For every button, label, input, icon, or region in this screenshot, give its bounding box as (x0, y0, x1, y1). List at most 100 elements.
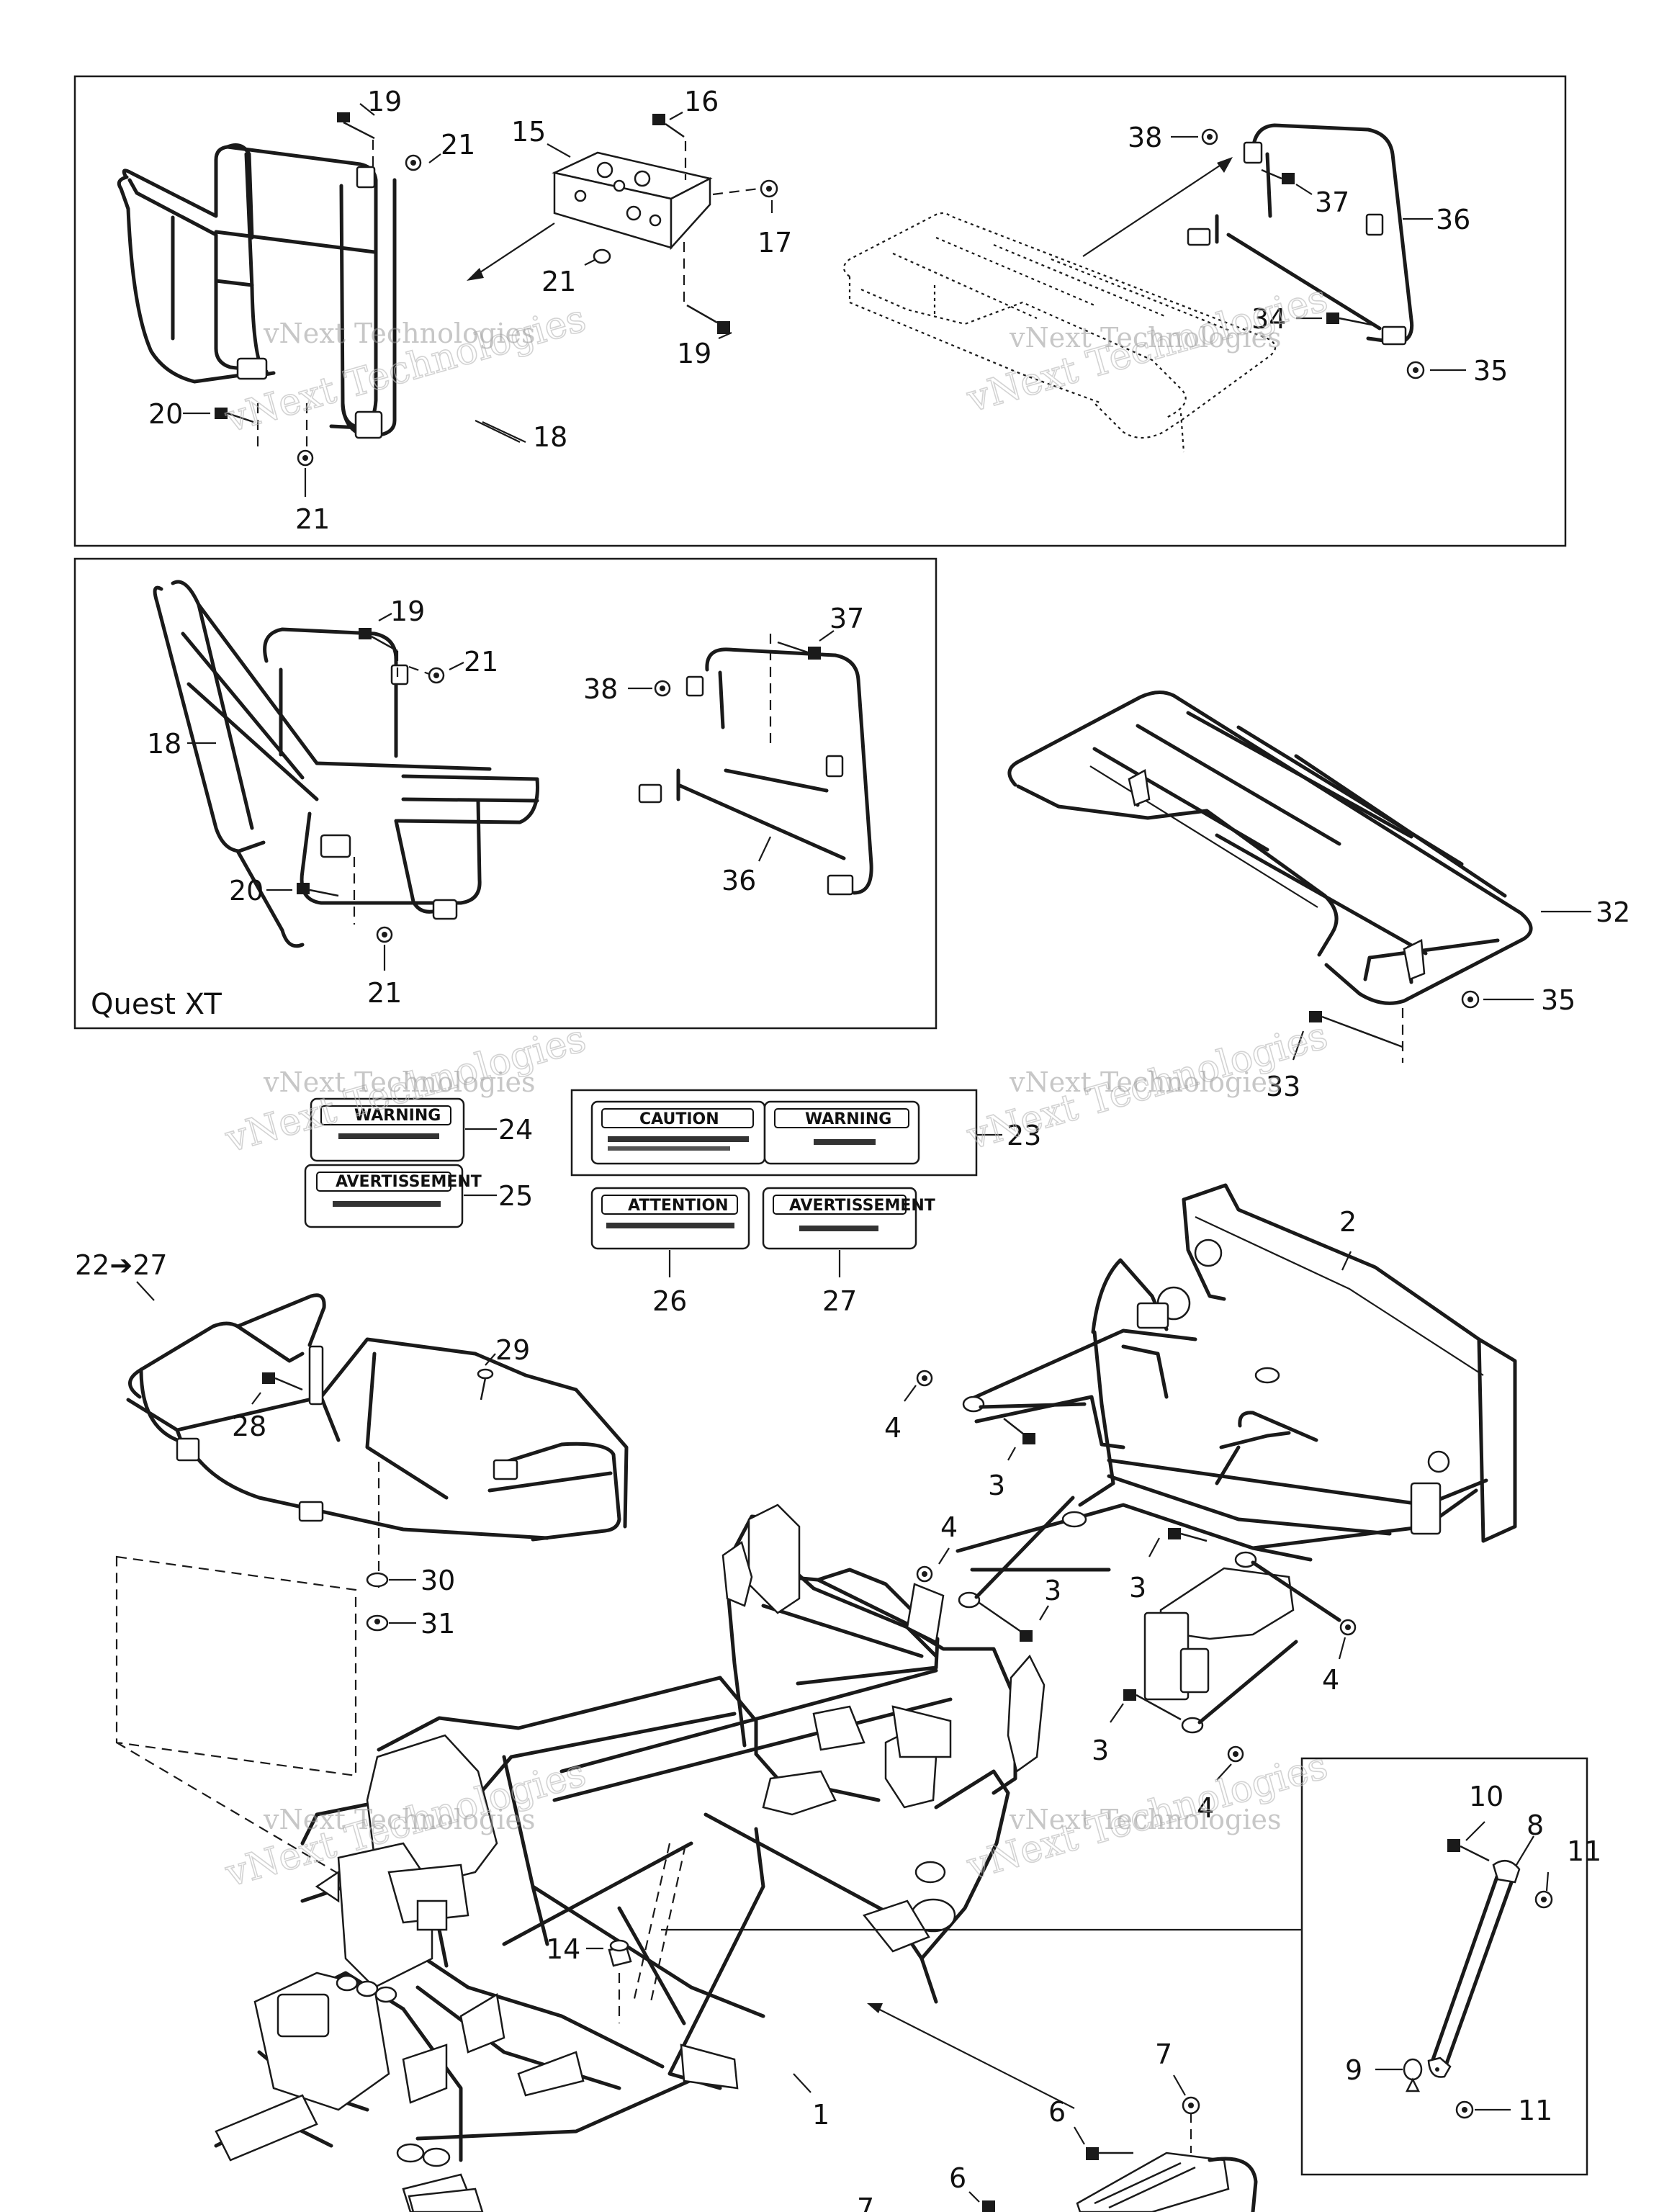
callout-11-bottom: 11 (1518, 2095, 1552, 2126)
bushing-d (1181, 1717, 1204, 1734)
bushing-b (958, 1591, 981, 1609)
decal-26: ATTENTION (590, 1187, 750, 1250)
bolt-6-a (1086, 2147, 1133, 2160)
rear-rack-ghost (842, 212, 1277, 453)
bolt-37-xt (777, 641, 821, 660)
callout-7-b: 7 (857, 2193, 874, 2212)
bushing-a (962, 1395, 985, 1413)
tie-rod-assembly (1427, 1860, 1521, 2078)
callout-4-d: 4 (1197, 1792, 1214, 1824)
front-rack-top (117, 143, 397, 439)
nut-4-d (1227, 1745, 1244, 1763)
callout-28: 28 (232, 1411, 266, 1442)
bolt-19-top (337, 112, 375, 140)
callout-3-c: 3 (1129, 1572, 1146, 1604)
nut-4-c (1339, 1619, 1357, 1636)
nut-31 (366, 1614, 389, 1632)
callout-30: 30 (421, 1565, 455, 1596)
bolt-28 (262, 1372, 303, 1391)
nut-17 (760, 179, 778, 198)
svg-text:CAUTION: CAUTION (639, 1110, 719, 1128)
nut-21-top (405, 154, 422, 171)
bolt-16 (652, 114, 685, 138)
bolt-19-xt (359, 628, 398, 652)
svg-text:vNext Technologies: vNext Technologies (1009, 1066, 1281, 1098)
callout-24: 24 (498, 1114, 533, 1146)
decal-23-warning: WARNING (763, 1100, 920, 1165)
rear-subframe (956, 1183, 1517, 1701)
nut-21-xt (428, 667, 445, 684)
callout-21-top-a: 21 (441, 129, 475, 161)
nut-35-top (1406, 361, 1425, 379)
bolt-19-bracket (686, 304, 730, 334)
bolt-33 (1309, 1011, 1403, 1048)
bolt-3-c (1168, 1528, 1208, 1542)
callout-21-top-c: 21 (295, 503, 330, 535)
svg-text:vNext Technologies: vNext Technologies (263, 318, 535, 349)
nut-11-bottom (1455, 2100, 1474, 2119)
callout-37-xt: 37 (830, 603, 864, 634)
callout-35-top: 35 (1473, 355, 1508, 387)
nut-21-xt-bottom (376, 926, 393, 943)
callout-14: 14 (546, 1933, 580, 1965)
rear-bumper-36-xt (638, 647, 873, 896)
nut-4-a (916, 1370, 933, 1387)
bolt-3-d (1123, 1689, 1182, 1721)
decal-27: AVERTISSEMENT (762, 1187, 935, 1250)
callout-37-top: 37 (1315, 186, 1349, 218)
callout-1: 1 (812, 2099, 830, 2131)
nut-35-rack (1461, 990, 1480, 1009)
callout-32: 32 (1596, 896, 1630, 928)
bolt-3-b (979, 1601, 1033, 1642)
callout-19-xt: 19 (390, 595, 425, 627)
callout-16: 16 (684, 86, 719, 117)
callout-18-top: 18 (533, 421, 567, 453)
nut-11-top (1534, 1890, 1553, 1909)
bracket-15 (552, 151, 713, 251)
decal-25: AVERTISSEMENT (304, 1164, 482, 1228)
callout-20-top: 20 (148, 398, 183, 430)
callout-3-b: 3 (1044, 1575, 1061, 1606)
rear-rack-32 (1007, 691, 1533, 1005)
watermark-2: vNext Technologies vNext Technologies (961, 276, 1333, 422)
tie-rod-inset-frame (1300, 1757, 1588, 2176)
callout-8: 8 (1527, 1809, 1544, 1841)
front-bumper-quest-xt (153, 580, 539, 948)
washer-30 (366, 1572, 389, 1588)
arm-b (974, 1496, 1075, 1599)
callout-4-a: 4 (884, 1412, 902, 1444)
top-panel-frame (73, 75, 1567, 547)
callout-21-top-b: 21 (541, 266, 576, 297)
front-rack-lower (126, 1293, 629, 1542)
main-frame (214, 1503, 1046, 2212)
footrest (408, 2152, 1258, 2212)
bushing-c (1234, 1551, 1257, 1568)
nut-7-a (1182, 2096, 1200, 2115)
callout-3-a: 3 (988, 1470, 1005, 1501)
bolt-37-top (1261, 168, 1295, 184)
callout-15: 15 (511, 116, 546, 148)
nut-38-top (1201, 128, 1218, 145)
svg-text:ATTENTION: ATTENTION (628, 1197, 729, 1215)
callout-17: 17 (757, 227, 792, 258)
nut-4-b (916, 1565, 933, 1583)
callout-21-xt-b: 21 (367, 977, 402, 1009)
nut-21-bottom-top (297, 449, 314, 467)
callout-4-c: 4 (1322, 1664, 1339, 1696)
bolt-20-xt (297, 883, 339, 897)
callout-36-xt: 36 (721, 865, 756, 896)
callout-19-top: 19 (367, 86, 402, 117)
nut-38-xt (654, 680, 671, 697)
arm-a (979, 1402, 1087, 1409)
callout-21-xt-a: 21 (464, 646, 498, 678)
callout-11-top: 11 (1567, 1835, 1601, 1867)
callout-19-top-b: 19 (677, 338, 711, 369)
callout-25: 25 (498, 1180, 533, 1212)
bolt-20-top (215, 408, 254, 423)
svg-text:WARNING: WARNING (354, 1107, 441, 1125)
quest-xt-panel-frame (73, 557, 938, 1030)
svg-text:vNext Technologies: vNext Technologies (263, 1804, 535, 1835)
callout-7-a: 7 (1155, 2038, 1172, 2070)
callout-31: 31 (421, 1608, 455, 1640)
